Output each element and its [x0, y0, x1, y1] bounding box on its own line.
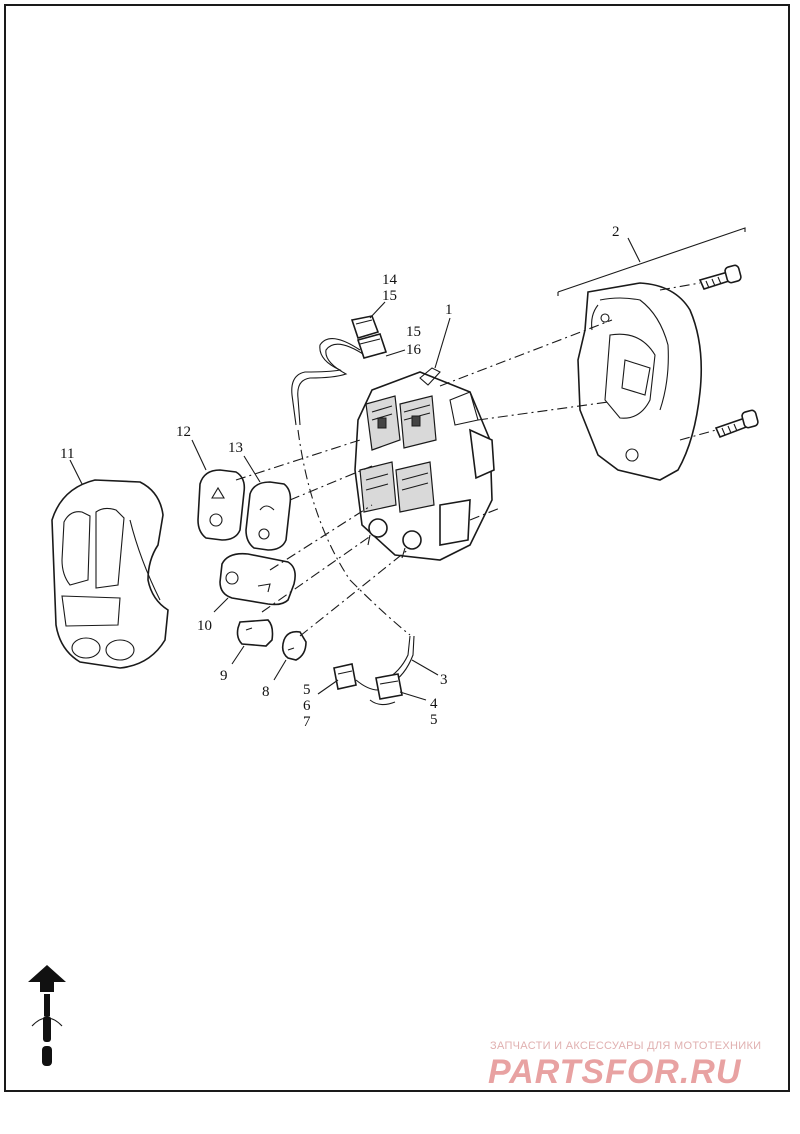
leader-5-6-7 [317, 679, 339, 695]
motorcycle-forward-arrow-icon [28, 965, 66, 1066]
leader-8 [273, 659, 287, 681]
hazard-button-part-12 [197, 469, 246, 541]
leader-13 [243, 455, 261, 483]
callout-5-right: 5 [430, 712, 438, 728]
leader-3 [411, 659, 439, 676]
leader-14-15 [369, 301, 386, 319]
callout-8: 8 [262, 684, 270, 700]
callout-12: 12 [176, 424, 191, 440]
callout-2: 2 [612, 224, 620, 240]
callout-9: 9 [220, 668, 228, 684]
cap-part-8 [281, 630, 307, 661]
screw-lower [714, 409, 759, 439]
callout-16: 16 [406, 342, 422, 358]
leader-10 [213, 597, 229, 613]
callout-11: 11 [60, 446, 74, 462]
leader-4-5 [399, 691, 427, 701]
callout-15-lower: 15 [406, 324, 421, 340]
switch-cover-part-11 [51, 479, 169, 669]
callout-15-upper: 15 [382, 288, 397, 304]
watermark-tagline: ЗАПЧАСТИ И АКСЕССУАРЫ ДЛЯ МОТОТЕХНИКИ [490, 1040, 762, 1052]
leader-12 [191, 439, 207, 471]
alignment-lines [235, 282, 717, 637]
leader-11 [69, 459, 83, 485]
callout-bracket-2 [557, 227, 746, 296]
button-part-13 [245, 481, 292, 551]
wire-harness-upper [291, 315, 411, 636]
leader-9 [231, 645, 245, 665]
callout-1: 1 [445, 302, 453, 318]
leader-1 [434, 317, 451, 369]
callout-13: 13 [228, 440, 243, 456]
leader-2 [627, 237, 641, 263]
leader-15-16 [385, 349, 406, 357]
diagram-frame [4, 4, 790, 1092]
switch-assembly-part-1 [354, 367, 495, 561]
callout-14: 14 [382, 272, 398, 288]
callout-5-left: 5 [303, 682, 311, 698]
screw-upper [698, 264, 742, 290]
wire-harness-lower [333, 635, 415, 706]
watermark-logo: PARTSFOR.RU [488, 1053, 742, 1091]
switch-housing-lower-part-2 [577, 282, 702, 481]
callout-4: 4 [430, 696, 438, 712]
callout-3: 3 [440, 672, 448, 688]
callout-6: 6 [303, 698, 311, 714]
callout-10: 10 [197, 618, 212, 634]
small-button-part-9 [236, 619, 274, 647]
callout-7: 7 [303, 714, 311, 730]
